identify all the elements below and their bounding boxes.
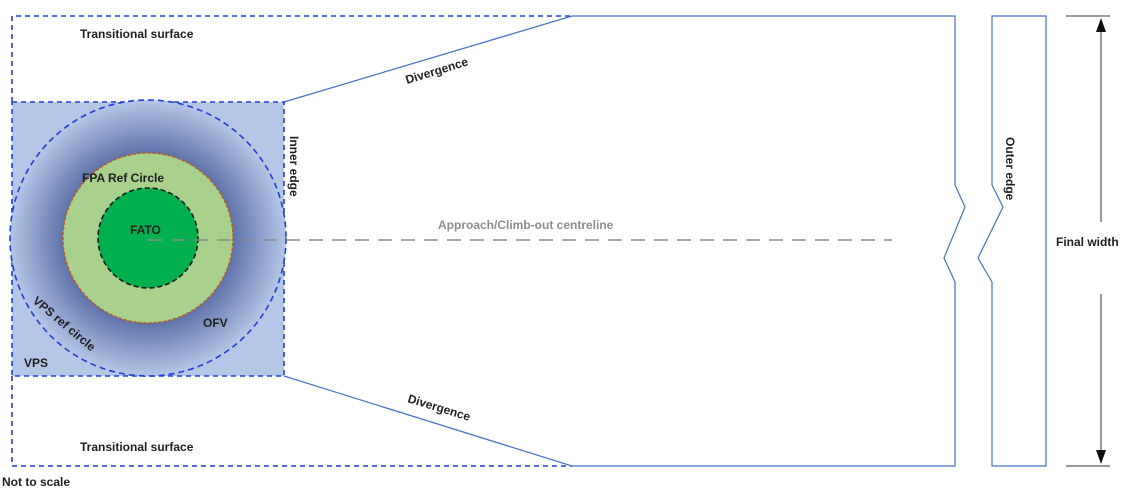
outer-edge-label: Outer edge [1003, 137, 1017, 201]
ofv-label: OFV [203, 316, 228, 330]
fato-label: FATO [130, 223, 161, 237]
divergence-top-label: Divergence [404, 54, 470, 86]
transitional-surface-bottom-label: Transitional surface [80, 440, 194, 454]
transitional-surface-outline [11, 15, 572, 467]
transitional-surface-top-label: Transitional surface [80, 27, 194, 41]
fpa-ref-circle-label: FPA Ref Circle [82, 171, 164, 185]
divergence-bottom-label: Divergence [406, 391, 472, 423]
arrow-down-icon [1096, 450, 1106, 464]
inner-edge-label: Inner edge [287, 136, 301, 197]
approach-surface-outline [283, 15, 966, 467]
not-to-scale-label: Not to scale [2, 475, 70, 489]
vps-label: VPS [24, 356, 48, 370]
final-width-label: Final width [1056, 235, 1119, 249]
outer-section-outline [977, 15, 1047, 467]
fato-circle [97, 187, 199, 289]
arrow-up-icon [1096, 18, 1106, 32]
centreline-label: Approach/Climb-out centreline [438, 218, 614, 232]
